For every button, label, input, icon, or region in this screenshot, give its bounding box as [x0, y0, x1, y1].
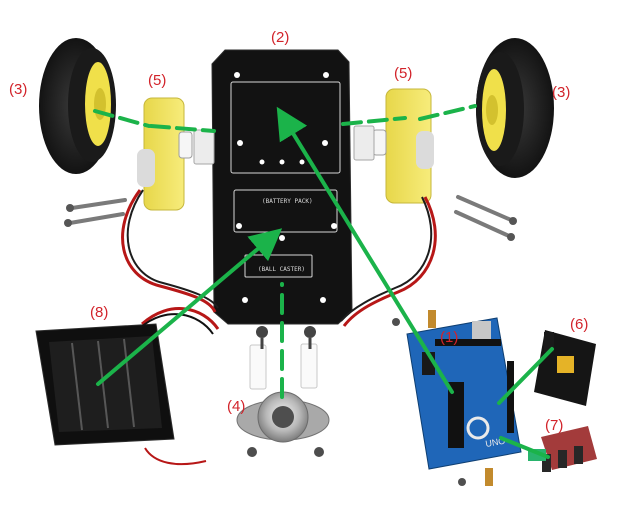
- label-motor-right: (5): [394, 65, 413, 82]
- label-sensor-board: (7): [545, 417, 564, 434]
- right-wheel: [476, 38, 554, 178]
- arrow-right-motor: [341, 116, 407, 126]
- arrow-left-wheel: [93, 109, 151, 128]
- label-battery-holder: (8): [90, 304, 109, 321]
- arrow-arduino: [276, 106, 454, 394]
- arrow-right-wheel: [418, 104, 477, 121]
- assembly-arrows: [93, 104, 554, 459]
- label-wheel-left: (3): [9, 81, 28, 98]
- arrow-motor-shield: [497, 347, 554, 405]
- battery-holder: [35, 307, 220, 466]
- right-screws: [454, 195, 517, 241]
- motor-shield: [534, 330, 596, 406]
- left-screws: [64, 198, 127, 227]
- ball-caster-label: (BALL CASTER): [258, 266, 305, 273]
- label-motor-shield: (6): [570, 316, 589, 333]
- label-arduino: (1): [440, 329, 459, 346]
- arrow-sensor-board: [499, 436, 550, 459]
- brass-standoffs: [392, 310, 493, 486]
- label-motor-left: (5): [148, 72, 167, 89]
- arduino-board: UNO: [406, 317, 522, 470]
- label-chassis: (2): [271, 29, 290, 46]
- ball-caster-parts: [236, 326, 330, 457]
- arrow-left-motor: [149, 124, 216, 133]
- battery-pack-label: (BATTERY PACK): [262, 198, 313, 205]
- arrow-battery: [96, 228, 283, 386]
- label-wheel-right: (3): [552, 84, 571, 101]
- sensor-board: [528, 426, 597, 472]
- left-wheel: [39, 38, 116, 174]
- label-caster: (4): [227, 398, 246, 415]
